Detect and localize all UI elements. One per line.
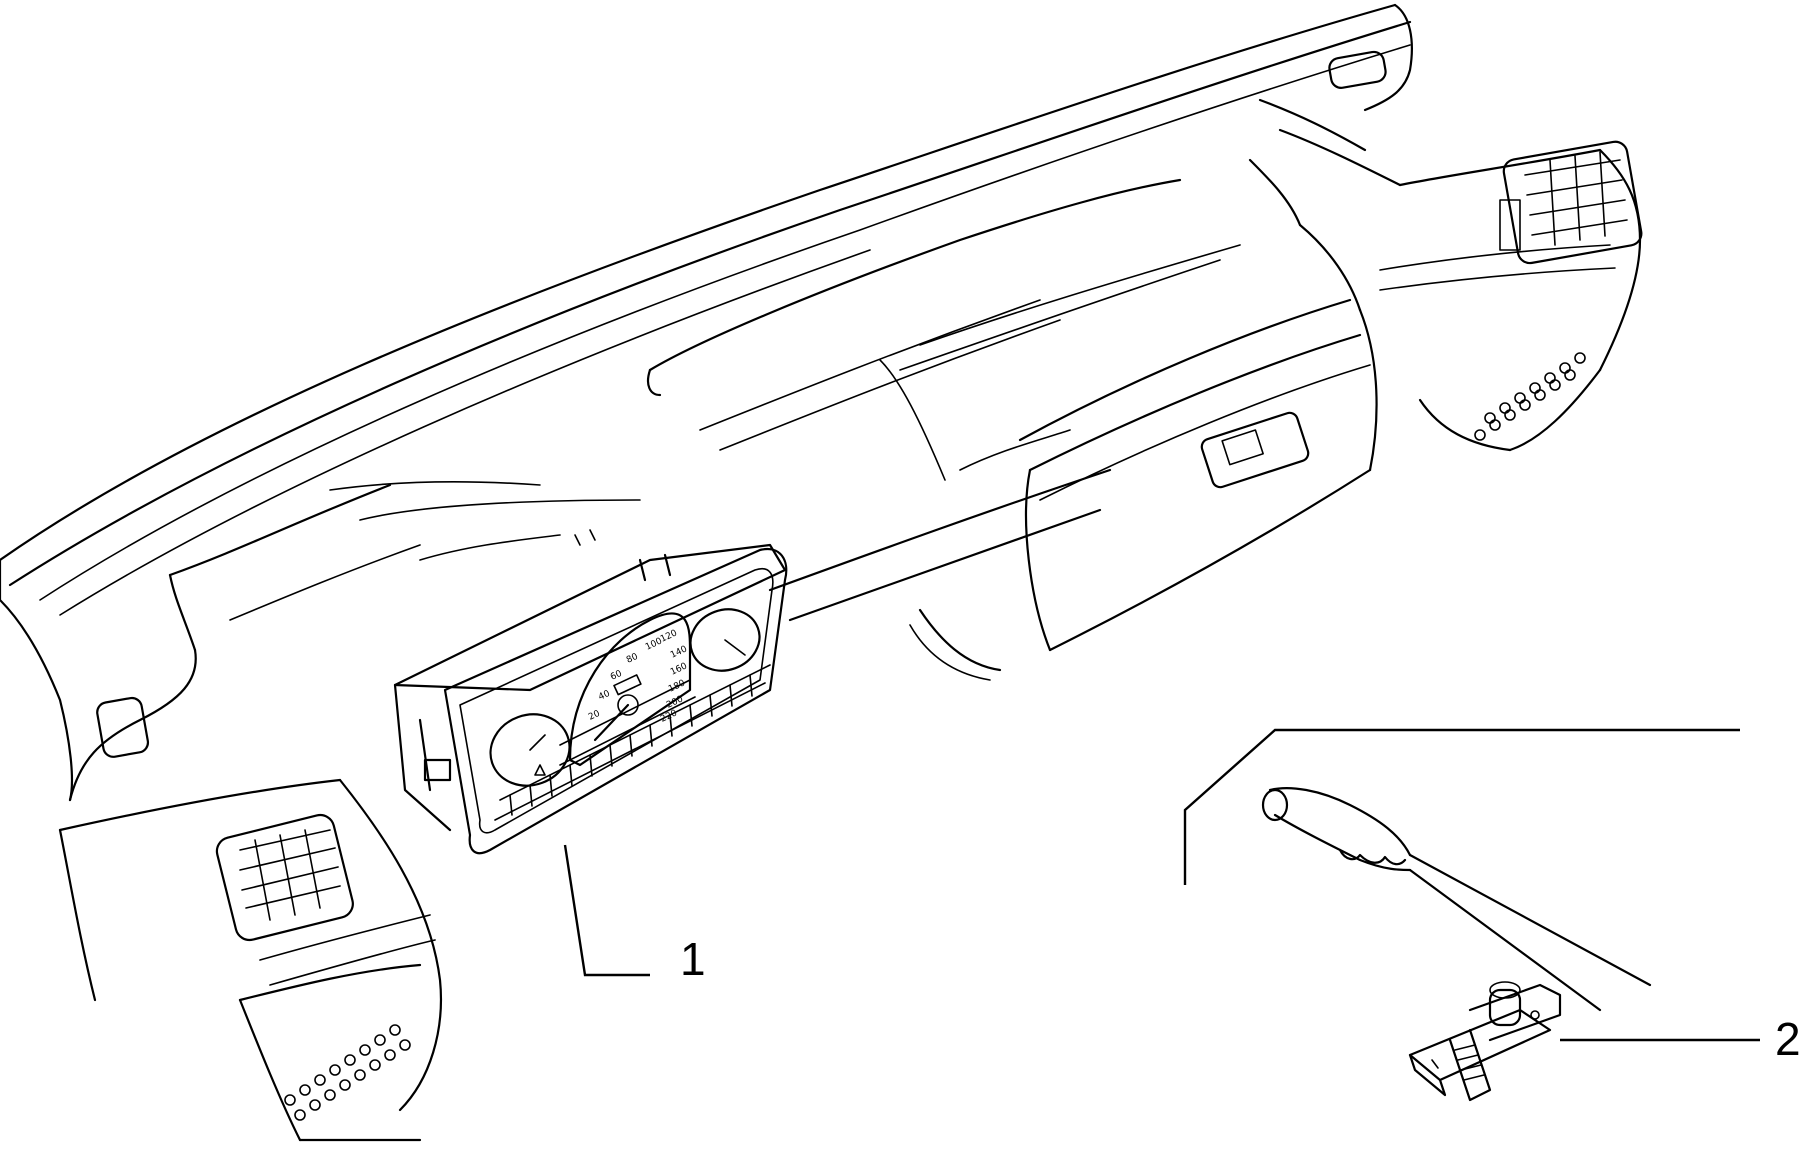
speedo-tick: 120 bbox=[659, 628, 679, 644]
callout-label-2: 2 bbox=[1775, 1013, 1801, 1065]
right-air-vent bbox=[1499, 140, 1643, 265]
speedo-tick: 40 bbox=[597, 689, 612, 703]
handbrake-switch bbox=[1408, 981, 1562, 1102]
right-speaker-grille bbox=[1474, 352, 1586, 441]
left-speaker-grille bbox=[284, 1024, 411, 1121]
handbrake-inset: 2 bbox=[1183, 728, 1801, 1102]
leader-line-1 bbox=[563, 844, 650, 977]
dashboard-panel bbox=[0, 3, 1643, 1142]
speedo-tick: 160 bbox=[669, 661, 689, 677]
speedo-tick: 80 bbox=[625, 652, 640, 666]
speedo-tick: 140 bbox=[669, 644, 689, 660]
handbrake-lever bbox=[1261, 787, 1652, 1012]
instrument-cluster: 20 40 60 80 100 120 140 160 180 200 220 bbox=[393, 543, 788, 855]
callout-label-1: 1 bbox=[680, 933, 706, 985]
speedo-tick: 20 bbox=[587, 709, 602, 723]
speedo-tick: 60 bbox=[609, 669, 624, 683]
left-air-vent bbox=[215, 813, 354, 942]
